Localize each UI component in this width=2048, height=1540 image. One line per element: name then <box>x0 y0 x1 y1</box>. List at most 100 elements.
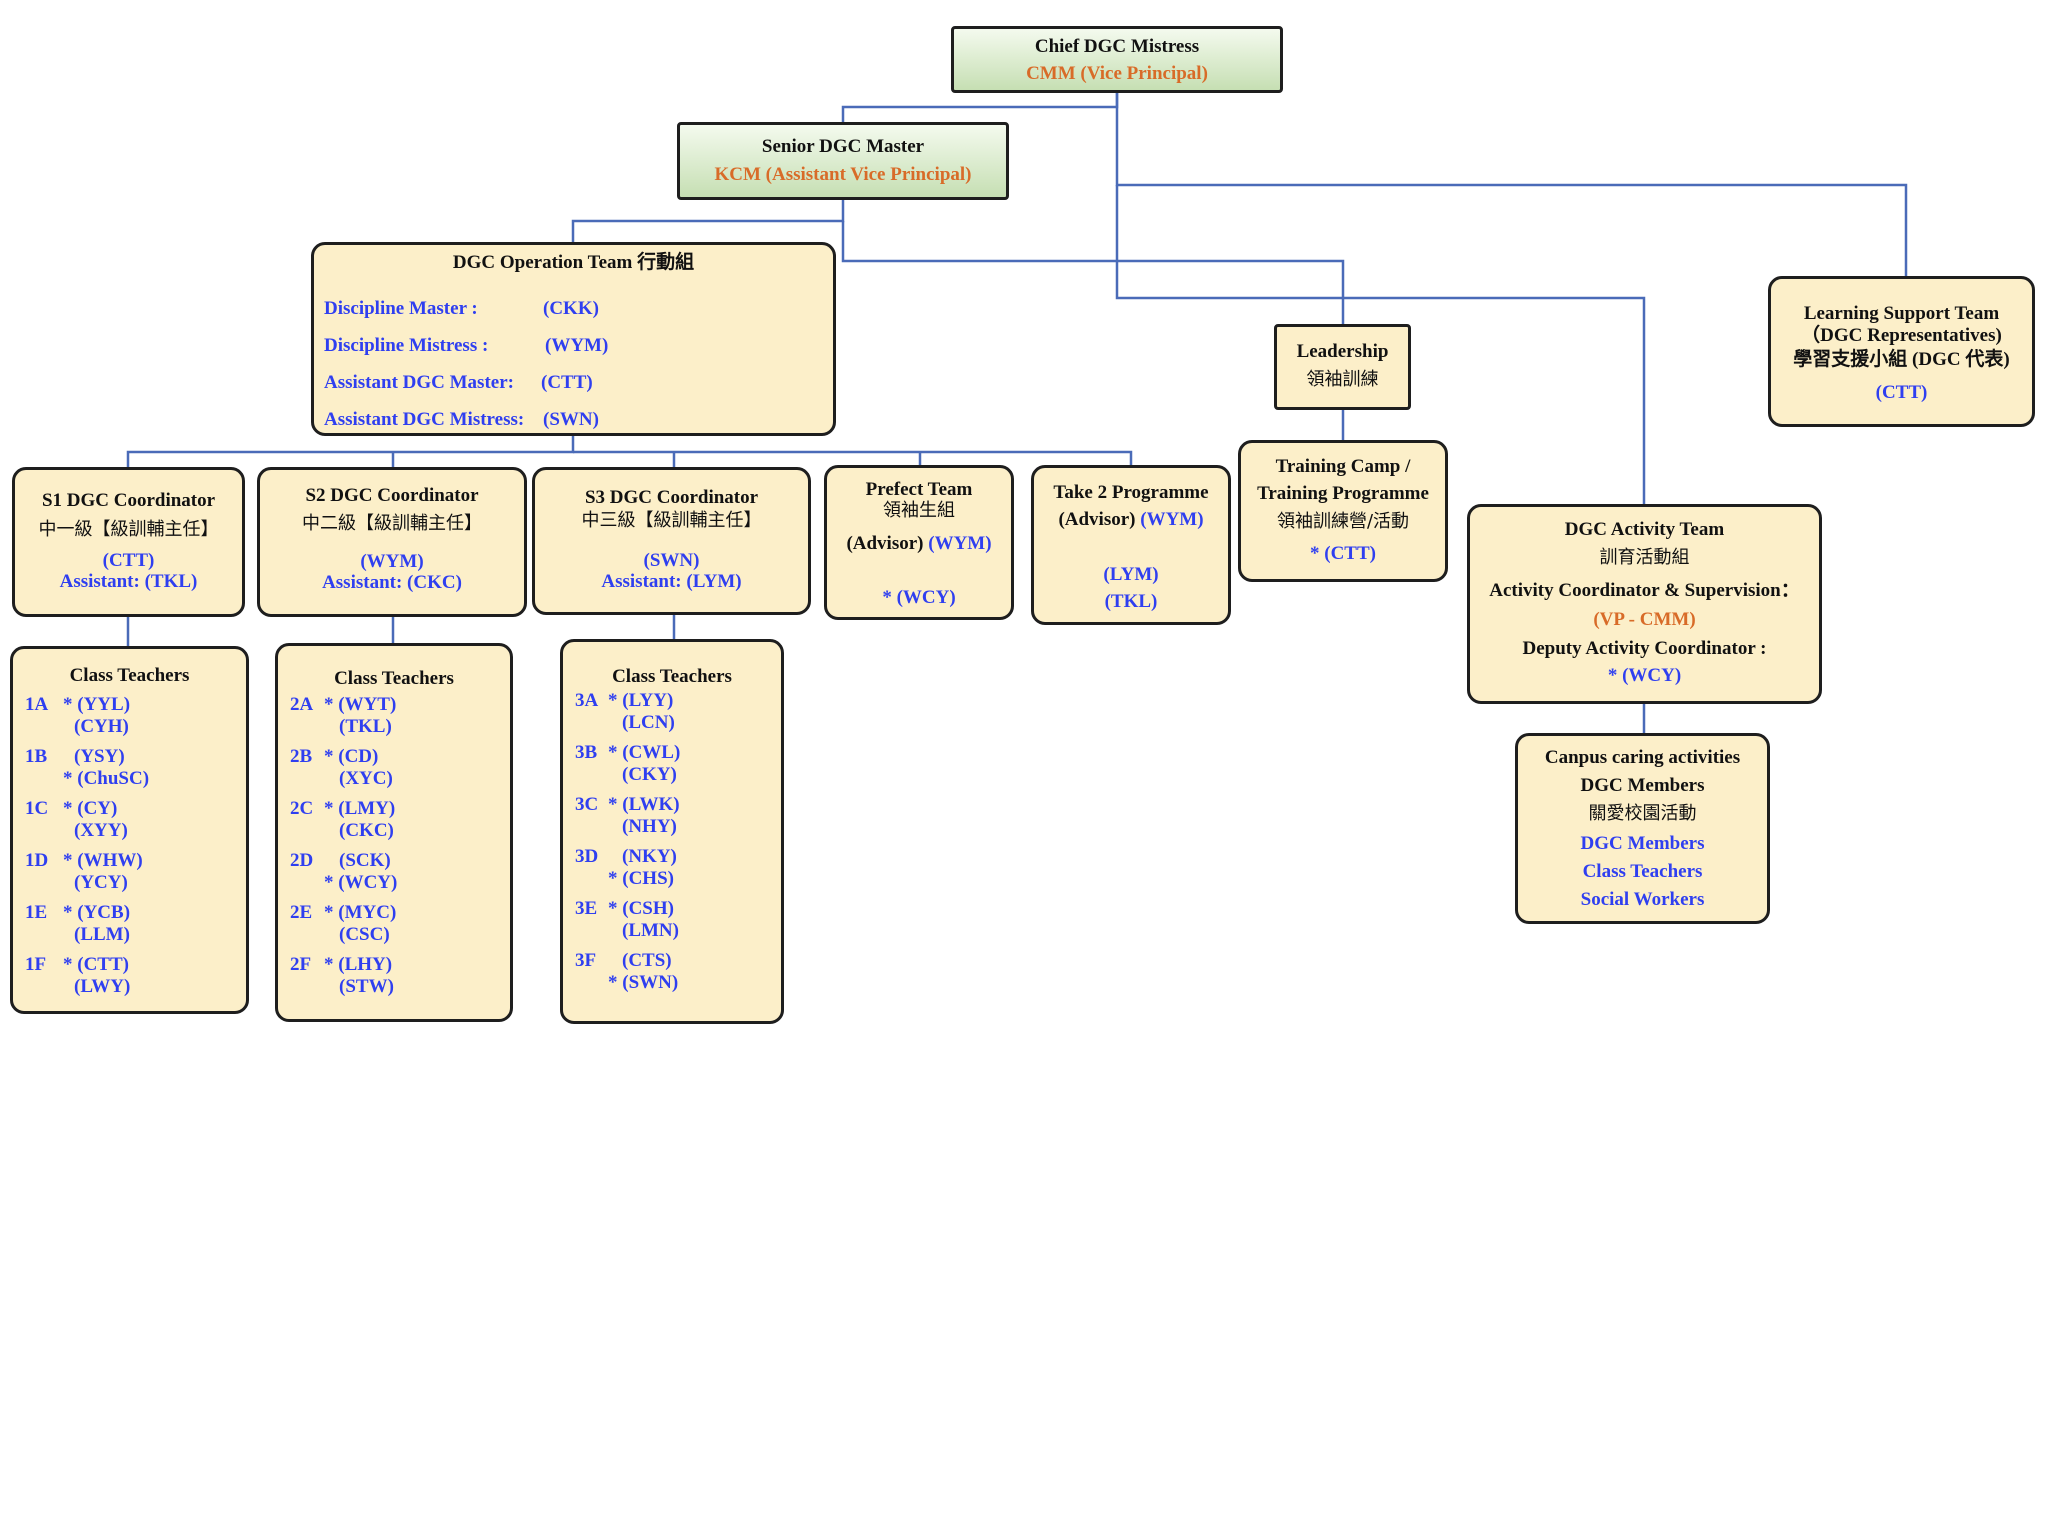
class-teacher-a: * (LYY) <box>608 690 674 711</box>
campus-subtitle: DGC Members <box>1580 775 1705 796</box>
learning-cjk-title: 學習支援小組 (DGC 代表) <box>1793 349 2010 370</box>
chief-title: Chief DGC Mistress <box>1034 36 1200 57</box>
operation-role-label: Assistant DGC Master: <box>324 372 514 393</box>
class-teacher-a: * (WYT) <box>324 694 397 715</box>
learning-support-box: Learning Support Team （DGC Representativ… <box>1768 276 2035 427</box>
class-teacher-a: * (CTT) <box>63 954 129 975</box>
class-teacher-b: (CSC) <box>339 924 390 945</box>
class-teacher-b: (LWY) <box>74 976 131 997</box>
take2-code-2: (TKL) <box>1104 591 1158 612</box>
class-teacher-b: (STW) <box>339 976 394 997</box>
connector-operation-bus <box>126 434 575 468</box>
activity-deputy: Deputy Activity Coordinator : <box>1522 638 1767 659</box>
class-code: 3A <box>575 690 599 711</box>
campus-cjk: 關愛校園活動 <box>1588 803 1697 824</box>
class-teacher-a: * (LHY) <box>324 954 393 975</box>
campus-line-social: Social Workers <box>1580 889 1705 910</box>
s2-coordinator-box: S2 DGC Coordinator 中二級【級訓輔主任】 (WYM) Assi… <box>257 467 527 617</box>
s3-cjk: 中三級【級訓輔主任】 <box>581 510 762 531</box>
leadership-cjk: 領袖訓練 <box>1306 369 1379 390</box>
ct2-title: Class Teachers <box>334 668 454 689</box>
connector-chief-activity <box>1115 185 1646 505</box>
class-code: 3B <box>575 742 598 763</box>
take2-code-1: (LYM) <box>1103 564 1159 585</box>
s3-title: S3 DGC Coordinator <box>584 487 759 508</box>
operation-role-label: Discipline Mistress : <box>324 335 489 356</box>
class-teacher-a: (SCK) <box>339 850 391 871</box>
activity-coordinator: Activity Coordinator & Supervision： <box>1489 580 1800 601</box>
s3-code: (SWN) <box>643 550 700 571</box>
class-teacher-a: * (YCB) <box>63 902 131 923</box>
class-code: 3E <box>575 898 598 919</box>
class-teacher-b: (XYC) <box>339 768 393 789</box>
s1-assistant: Assistant: (TKL) <box>59 571 198 592</box>
class-code: 2D <box>290 850 314 871</box>
senior-dgc-master-box: Senior DGC Master KCM (Assistant Vice Pr… <box>677 122 1009 200</box>
take2-title: Take 2 Programme <box>1053 482 1209 503</box>
take2-advisor-line: (Advisor) (WYM) <box>1034 509 1228 531</box>
chief-dgc-mistress-box: Chief DGC Mistress CMM (Vice Principal) <box>951 26 1283 93</box>
class-code: 2A <box>290 694 314 715</box>
campus-line-teachers: Class Teachers <box>1582 861 1703 882</box>
activity-team-box: DGC Activity Team 訓育活動組 Activity Coordin… <box>1467 504 1822 704</box>
learning-code: (CTT) <box>1875 382 1928 403</box>
class-code: 1A <box>25 694 49 715</box>
senior-title: Senior DGC Master <box>761 136 925 157</box>
class-code: 1D <box>25 850 49 871</box>
class-teacher-a: * (CY) <box>63 798 118 819</box>
s1-code: (CTT) <box>102 550 155 571</box>
class-code: 3C <box>575 794 599 815</box>
prefect-team-box: Prefect Team 領袖生組 (Advisor) (WYM) * (WCY… <box>824 465 1014 620</box>
class-code: 3F <box>575 950 597 971</box>
class-teacher-a: * (CD) <box>324 746 379 767</box>
operation-role-code: (WYM) <box>545 335 609 356</box>
class-teacher-b: (NHY) <box>622 816 677 837</box>
class-teacher-b: (LMN) <box>622 920 679 941</box>
campus-title: Canpus caring activities <box>1544 747 1741 768</box>
class-teachers-s3-box: Class Teachers 3A* (LYY)(LCN)3B* (CWL)(C… <box>560 639 784 1024</box>
s2-cjk: 中二級【級訓輔主任】 <box>302 513 482 534</box>
campus-caring-box: Canpus caring activities DGC Members 關愛校… <box>1515 733 1770 924</box>
connector-operation-bus-right <box>573 450 1133 465</box>
class-teacher-b: (CKY) <box>622 764 677 785</box>
class-teacher-b: (XYY) <box>74 820 128 841</box>
ct1-title: Class Teachers <box>69 665 190 686</box>
take2-programme-box: Take 2 Programme (Advisor) (WYM) (LYM) (… <box>1031 465 1231 625</box>
activity-coordinator-code: (VP - CMM) <box>1593 609 1696 630</box>
class-teacher-a: * (LWK) <box>608 794 680 815</box>
class-code: 1B <box>25 746 48 767</box>
prefect-advisor-line: (Advisor) (WYM) <box>827 533 1011 555</box>
class-teachers-s2-box: Class Teachers 2A * (WYT)(TKL) 2B * (CD)(XY… <box>275 643 513 1022</box>
class-teacher-b: * (WCY) <box>324 872 398 893</box>
class-teacher-b: (LLM) <box>74 924 130 945</box>
training-camp-box: Training Camp / Training Programme 領袖訓練營… <box>1238 440 1448 582</box>
class-code: 2B <box>290 746 313 767</box>
s1-cjk: 中一級【級訓輔主任】 <box>38 519 219 540</box>
campus-line-members: DGC Members <box>1580 833 1705 854</box>
class-teacher-b: (TKL) <box>339 716 392 737</box>
class-teachers-s1-box: Class Teachers 1A* (YYL)(CYH)1B(YSY)* (C… <box>10 646 249 1014</box>
class-code: 2C <box>290 798 314 819</box>
class-teacher-b: * (CHS) <box>608 868 674 889</box>
s3-coordinator-box: S3 DGC Coordinator 中三級【級訓輔主任】 (SWN) Assi… <box>532 467 811 615</box>
operation-role-code: (CTT) <box>541 372 593 393</box>
prefect-cjk: 領袖生組 <box>883 500 955 521</box>
connector-senior-operation <box>571 198 845 243</box>
leadership-box: Leadership 領袖訓練 <box>1274 324 1411 410</box>
learning-subtitle: （DGC Representatives) <box>1801 325 2002 346</box>
class-code: 3D <box>575 846 599 867</box>
class-teacher-b: * (SWN) <box>608 972 679 993</box>
training-code: * (CTT) <box>1310 543 1376 564</box>
connector-chief-senior <box>841 91 1119 123</box>
activity-deputy-code: * (WCY) <box>1607 665 1682 686</box>
class-teacher-b: (YCY) <box>74 872 128 893</box>
activity-cjk: 訓育活動組 <box>1599 547 1690 568</box>
class-teacher-a: * (LMY) <box>324 798 396 819</box>
class-teacher-a: * (MYC) <box>324 902 397 923</box>
class-teacher-a: * (CWL) <box>608 742 681 763</box>
class-code: 1C <box>25 798 49 819</box>
class-teacher-a: * (CSH) <box>608 898 674 919</box>
operation-title: DGC Operation Team 行動組 <box>452 252 695 273</box>
class-teacher-a: * (WHW) <box>63 850 143 871</box>
